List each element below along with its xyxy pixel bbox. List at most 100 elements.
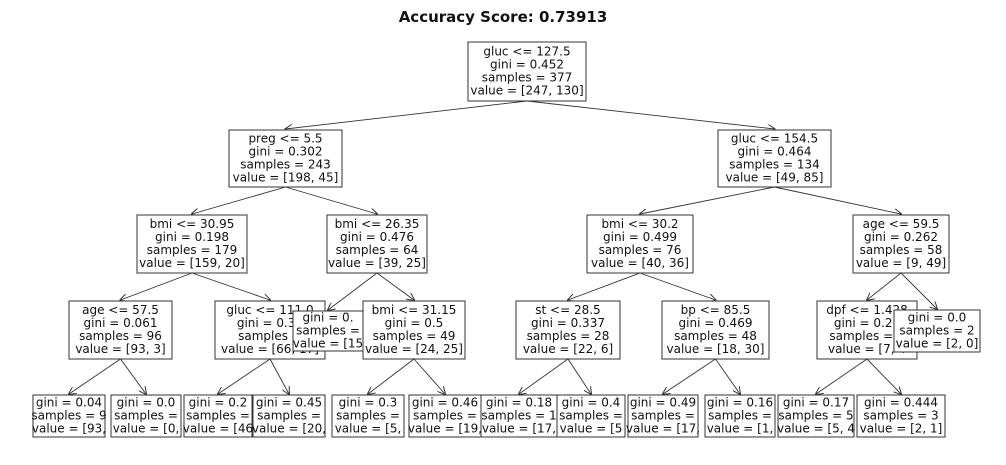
node-box xyxy=(32,394,106,438)
node-line: gini = 0.476 xyxy=(340,230,414,244)
node-line: st <= 28.5 xyxy=(535,303,600,317)
node-line: bmi <= 26.35 xyxy=(335,217,420,231)
node-line: value = [18, 30] xyxy=(667,342,765,356)
tree-edge xyxy=(120,358,147,394)
tree-edge xyxy=(285,186,378,214)
tree-edge xyxy=(69,358,121,394)
node-line: value = [5 xyxy=(560,422,623,436)
node-line: bmi <= 31.15 xyxy=(372,303,457,317)
node-line: samples = 134 xyxy=(729,158,819,172)
node-line: value = [247, 130] xyxy=(470,84,583,98)
node-line: gini = 0.32 xyxy=(237,316,303,330)
node-box xyxy=(331,394,405,438)
node-line: samples = 9 xyxy=(31,409,106,423)
tree-edge xyxy=(368,358,415,394)
node-line: gini = 0.452 xyxy=(490,58,564,72)
node-box xyxy=(110,394,182,438)
node-box xyxy=(326,214,428,274)
node-line: value = [49, 85] xyxy=(726,171,824,185)
node-box xyxy=(136,214,248,274)
tree-edge xyxy=(640,186,775,214)
node-line: gluc <= 127.5 xyxy=(483,45,570,59)
node-line: bmi <= 30.95 xyxy=(150,217,235,231)
node-line: value = [2, 1] xyxy=(860,422,943,436)
node-line: gluc <= 111.0 xyxy=(226,303,313,317)
node-line: value = [19, xyxy=(408,422,482,436)
node-line: gini = 0.21 xyxy=(834,316,900,330)
node-line: dpf <= 1.428 xyxy=(826,303,908,317)
node-line: samples = 2 xyxy=(899,324,974,338)
node-line: gini = 0.262 xyxy=(864,230,938,244)
node-line: value = [24, 25] xyxy=(365,342,463,356)
node-line: samples = xyxy=(413,409,477,423)
node-line: gini = 0.198 xyxy=(155,230,229,244)
node-line: gini = 0.5 xyxy=(385,316,444,330)
node-line: gini = 0.0 xyxy=(908,311,967,325)
tree-edge xyxy=(639,272,716,300)
node-box xyxy=(362,300,466,360)
node-line: value = [1, xyxy=(707,422,774,436)
tree-edge xyxy=(376,272,414,300)
node-line: value = [7, 4 xyxy=(828,342,906,356)
node-line: value = [9, 49] xyxy=(856,256,946,270)
node-box xyxy=(704,394,776,438)
node-line: samples = xyxy=(257,409,321,423)
tree-edge xyxy=(526,100,775,129)
tree-edges xyxy=(69,100,937,394)
tree-edge xyxy=(286,100,528,129)
node-line: gini = 0.499 xyxy=(603,230,677,244)
tree-edge xyxy=(519,358,569,394)
node-line: samples = 3 xyxy=(863,409,938,423)
node-line: samples = xyxy=(631,409,695,423)
node-box xyxy=(852,214,950,274)
tree-edge xyxy=(328,272,378,310)
node-line: samples = 179 xyxy=(147,243,237,257)
tree-edge xyxy=(867,272,902,300)
node-line: gini = 0.46 xyxy=(412,396,478,410)
node-line: age <= 57.5 xyxy=(82,303,159,317)
node-line: preg <= 5.5 xyxy=(248,132,322,146)
node-line: value = [0, xyxy=(113,422,180,436)
node-line: samples = 243 xyxy=(240,158,330,172)
node-line: samples = xyxy=(238,329,302,343)
node-line: samples = 58 xyxy=(860,243,943,257)
node-line: samples = 1 xyxy=(481,409,556,423)
node-line: bmi <= 30.2 xyxy=(601,217,678,231)
node-line: samples = 28 xyxy=(527,329,610,343)
node-box xyxy=(717,129,832,188)
node-box xyxy=(627,394,699,438)
tree-edge xyxy=(121,272,193,300)
node-box xyxy=(777,394,855,438)
tree-edge xyxy=(900,272,937,309)
node-line: samples = 64 xyxy=(336,243,419,257)
node-line: gini = 0.3 xyxy=(339,396,398,410)
node-line: gini = 0.18 xyxy=(486,396,552,410)
node-box xyxy=(856,394,946,438)
node-box xyxy=(586,214,694,274)
node-line: gini = 0.2 xyxy=(189,396,248,410)
tree-edge xyxy=(715,358,741,394)
tree-edge xyxy=(413,358,445,394)
node-box xyxy=(183,394,253,438)
node-line: gini = 0.49 xyxy=(630,396,696,410)
node-box xyxy=(252,394,326,438)
node-line: samples = 49 xyxy=(373,329,456,343)
tree-edge xyxy=(663,358,716,394)
tree-edge xyxy=(568,272,641,300)
node-line: age <= 59.5 xyxy=(863,217,940,231)
